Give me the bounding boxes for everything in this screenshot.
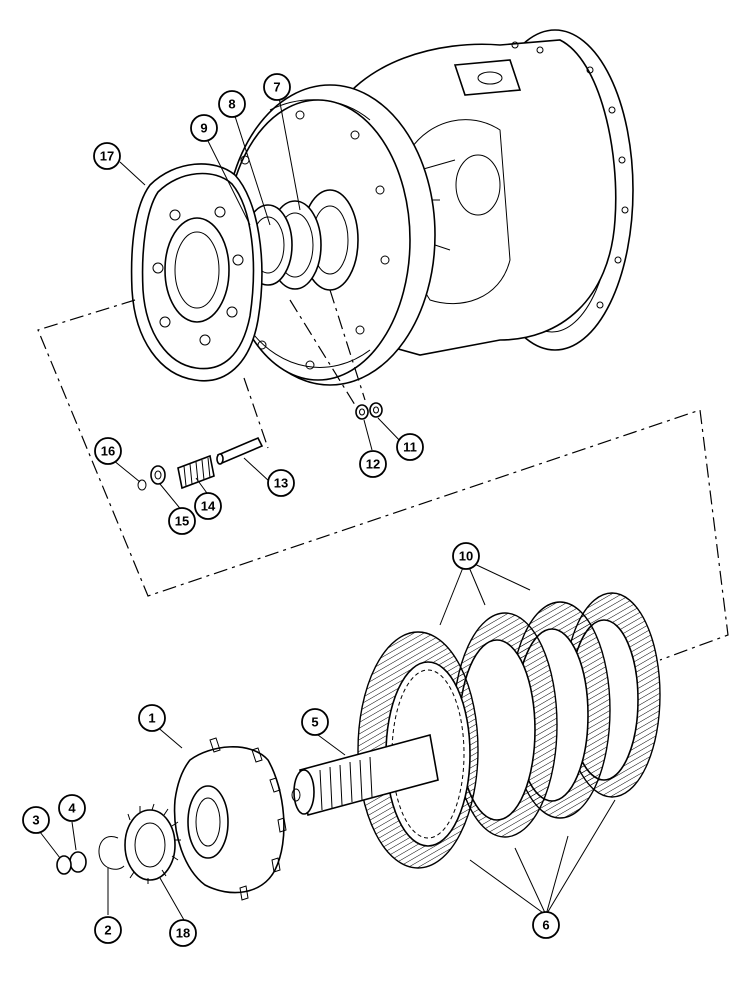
spring-14: [177, 454, 215, 490]
transmission-housing: [224, 29, 634, 386]
plate-holes: [152, 206, 244, 346]
svg-text:2: 2: [104, 923, 111, 938]
retainer-15: [150, 465, 166, 485]
splined-gear: [124, 803, 181, 884]
callout-2: 2: [94, 916, 122, 944]
svg-text:14: 14: [201, 499, 216, 514]
svg-text:11: 11: [403, 440, 417, 455]
callout-4: 4: [58, 794, 86, 822]
flange-bolt-holes: [511, 41, 629, 309]
clutch-disc-pack: [357, 592, 661, 869]
snap-ring: [98, 836, 125, 870]
svg-text:15: 15: [175, 514, 189, 529]
svg-text:9: 9: [200, 121, 207, 136]
clutch-disc-2: [452, 612, 558, 838]
callout-6: 6: [532, 911, 560, 939]
callout-18: 18: [169, 919, 197, 947]
callout-14: 14: [194, 492, 222, 520]
svg-text:17: 17: [100, 149, 114, 164]
svg-text:13: 13: [274, 476, 288, 491]
svg-text:18: 18: [176, 926, 190, 941]
svg-text:7: 7: [273, 80, 280, 95]
callout-15: 15: [168, 507, 196, 535]
callout-1: 1: [138, 704, 166, 732]
callout-11: 11: [396, 433, 424, 461]
input-shaft: [291, 734, 439, 816]
clip-16: [137, 479, 147, 491]
svg-text:8: 8: [228, 97, 235, 112]
callout-13: 13: [267, 469, 295, 497]
svg-text:10: 10: [459, 549, 473, 564]
washer: [56, 851, 87, 875]
callout-12: 12: [359, 450, 387, 478]
case-bolt-holes: [240, 110, 390, 370]
callout-3: 3: [22, 806, 50, 834]
svg-text:12: 12: [366, 457, 380, 472]
svg-text:4: 4: [68, 801, 76, 816]
callout-9: 9: [190, 114, 218, 142]
svg-text:16: 16: [101, 444, 115, 459]
pin-13: [216, 436, 264, 465]
svg-text:6: 6: [542, 918, 549, 933]
gear-hub: [173, 737, 287, 901]
callout-5: 5: [301, 708, 329, 736]
callout-8: 8: [218, 90, 246, 118]
assembly-lines: [37, 289, 729, 661]
callout-10: 10: [452, 542, 480, 570]
svg-text:5: 5: [311, 715, 318, 730]
clutch-piston-plate: [130, 163, 263, 382]
callout-17: 17: [93, 142, 121, 170]
washers-11-12: [355, 402, 383, 420]
svg-text:1: 1: [148, 711, 155, 726]
svg-text:3: 3: [32, 813, 39, 828]
callout-7: 7: [263, 73, 291, 101]
callout-16: 16: [94, 437, 122, 465]
leader-lines: [39, 91, 616, 921]
